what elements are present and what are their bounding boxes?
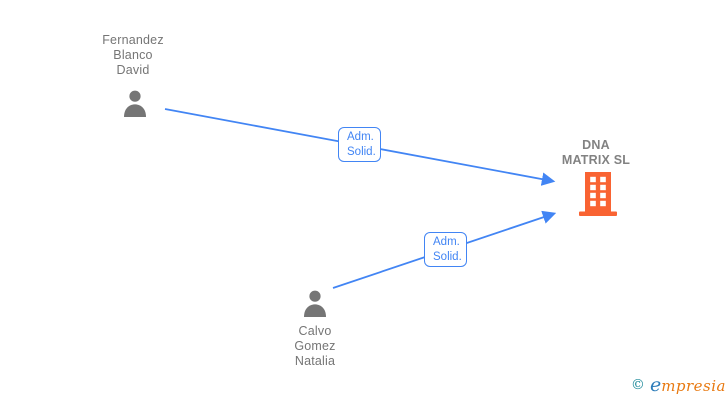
edge1-label: Adm. Solid. [338, 127, 381, 162]
person2-name-line3: Natalia [294, 354, 336, 368]
company-node[interactable] [578, 172, 618, 221]
edge1-label-line2: Solid. [347, 146, 376, 158]
empresia-watermark: © empresia [631, 374, 726, 396]
company-name[interactable]: DNA MATRIX SL [536, 138, 656, 168]
company-name-line1: DNA [582, 138, 610, 152]
person2-node[interactable] [301, 289, 329, 322]
building-icon [579, 172, 617, 216]
person2-name[interactable]: Calvo Gomez Natalia [255, 324, 375, 369]
edge2-label-line2: Solid. [433, 251, 462, 263]
edge1-label-line1: Adm. [347, 131, 374, 143]
person-icon [304, 290, 326, 317]
brand-text: mpresia [661, 377, 726, 395]
person1-node[interactable] [121, 89, 149, 122]
edge2-label-line1: Adm. [433, 236, 460, 248]
person1-name-line3: David [116, 63, 150, 77]
person1-name[interactable]: Fernandez Blanco David [73, 33, 193, 78]
brand-initial: e [649, 374, 662, 396]
company-name-line2: MATRIX SL [561, 153, 631, 167]
person1-name-line1: Fernandez [102, 33, 164, 47]
edge2-label: Adm. Solid. [424, 232, 467, 267]
person-icon [124, 90, 146, 117]
person2-name-line2: Gomez [294, 339, 336, 353]
person1-name-line2: Blanco [113, 48, 153, 62]
person2-name-line1: Calvo [298, 324, 332, 338]
copyright-icon: © [630, 377, 645, 393]
